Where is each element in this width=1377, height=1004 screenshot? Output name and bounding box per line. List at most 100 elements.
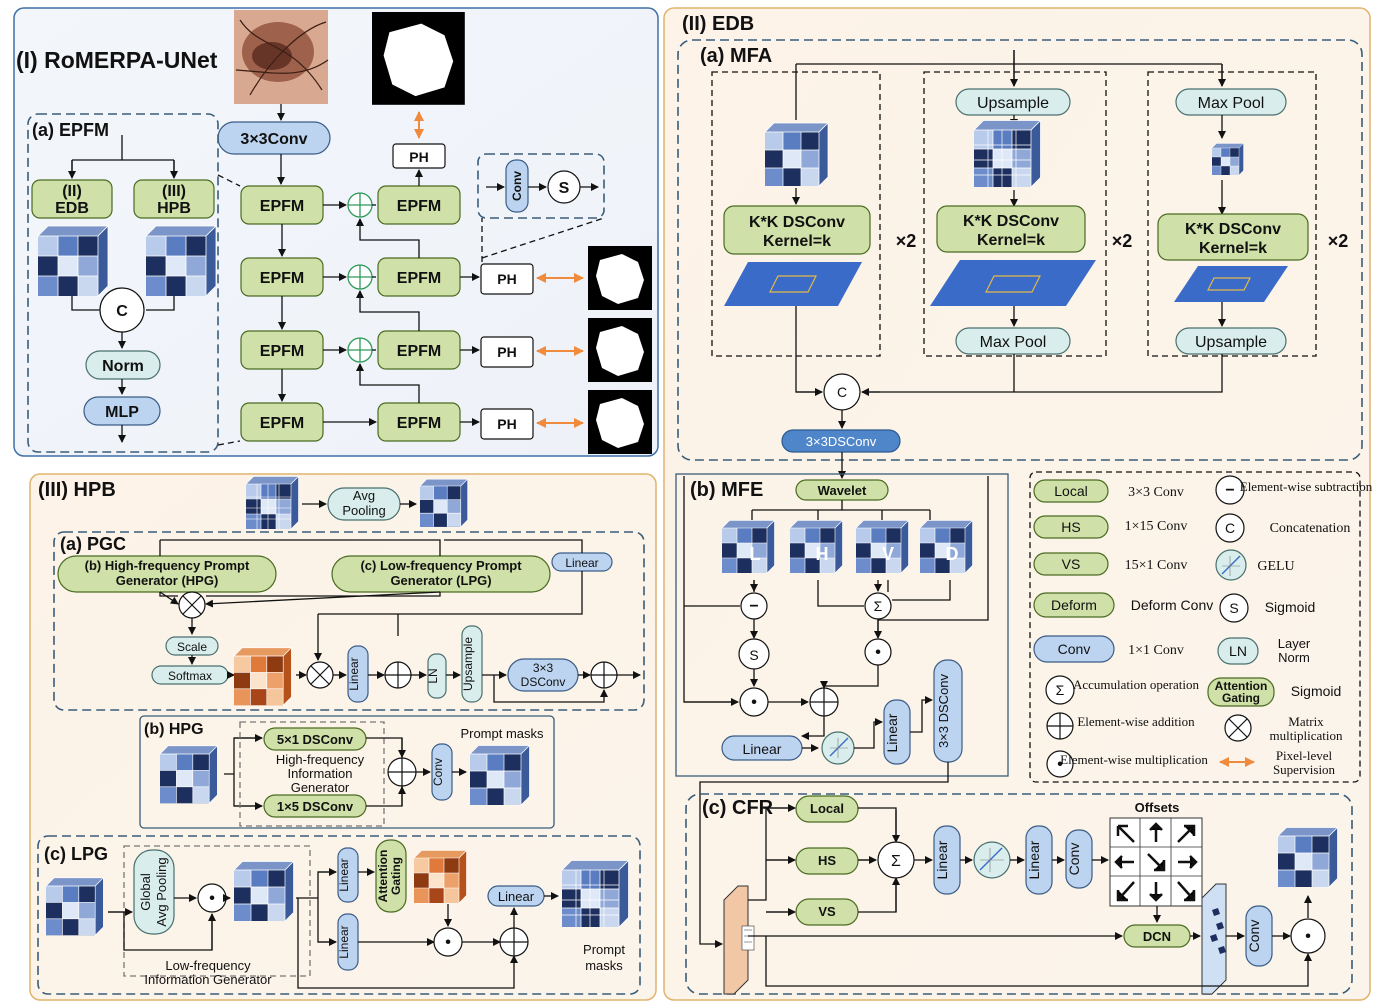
svg-text:Layer: Layer	[1278, 636, 1311, 651]
epfm-title: (a) EPFM	[32, 120, 109, 140]
svg-text:Element-wise multiplication: Element-wise multiplication	[1060, 752, 1208, 767]
pgc-hpg-l1: (b) High-frequency Prompt	[85, 558, 250, 573]
lpg-linear2: Linear	[337, 925, 351, 958]
epfm-norm: Norm	[102, 358, 144, 375]
pgc-title: (a) PGC	[60, 534, 126, 554]
output-mask-top	[372, 11, 465, 105]
ph-detail	[477, 153, 605, 219]
lpg-gen-l2: Information Generator	[144, 972, 272, 987]
output-mask-1	[588, 246, 652, 310]
cfr-conv1: Conv	[1066, 843, 1082, 876]
mfa-concat: C	[837, 384, 847, 400]
svg-text:H: H	[816, 544, 829, 564]
svg-text:D: D	[946, 544, 959, 564]
svg-text:PH: PH	[497, 416, 516, 432]
pgc-lpg-l1: (c) Low-frequency Prompt	[360, 558, 522, 573]
hpb-avgpool-l1: Avg	[353, 488, 375, 503]
svg-text:Local: Local	[1054, 483, 1087, 499]
pgc-softmax: Softmax	[168, 669, 212, 683]
legend-items: Local 3×3 Conv HS 1×15 Conv VS 15×1 Conv…	[1033, 475, 1373, 778]
lpg-prompt-l1: Prompt	[583, 942, 625, 957]
unet-conv-label: 3×3Conv	[240, 131, 307, 148]
svg-text:EPFM: EPFM	[260, 198, 304, 215]
svg-text:Element-wise addition: Element-wise addition	[1077, 714, 1195, 729]
svg-text:L: L	[750, 544, 761, 564]
mfa-dsconv3: 3×3DSConv	[806, 434, 877, 449]
title-edb: (II) EDB	[682, 13, 754, 35]
hpg-dsconv51: 5×1 DSConv	[277, 732, 354, 747]
pgc-panel	[53, 531, 645, 711]
svg-text:EPFM: EPFM	[397, 415, 441, 432]
svg-text:Upsample: Upsample	[977, 95, 1049, 112]
svg-text:Norm: Norm	[1278, 650, 1310, 665]
legend	[1029, 471, 1361, 783]
svg-text:Σ: Σ	[1056, 682, 1065, 698]
ph-sigmoid-label: S	[559, 180, 570, 197]
svg-text:S: S	[1229, 600, 1238, 616]
cfr-vs: VS	[818, 904, 836, 919]
svg-text:EPFM: EPFM	[260, 343, 304, 360]
svg-text:C: C	[1225, 520, 1235, 536]
svg-text:Sigmoid: Sigmoid	[1291, 683, 1342, 699]
svg-text:multiplication: multiplication	[1270, 728, 1343, 743]
svg-text:GELU: GELU	[1257, 559, 1294, 574]
epfm-hpb: HPB	[157, 200, 191, 217]
lpg-panel	[37, 835, 641, 995]
svg-text:1×15 Conv: 1×15 Conv	[1125, 519, 1188, 534]
cfr-linear1: Linear	[934, 840, 950, 879]
svg-text:HS: HS	[1061, 519, 1080, 535]
mfe-sum: Σ	[874, 598, 883, 614]
pgc-upsample: Upsample	[461, 637, 475, 691]
hpg-dsconv15: 1×5 DSConv	[277, 799, 354, 814]
hpg-gen-l2: Information	[287, 766, 352, 781]
mfe-wavelet: Wavelet	[818, 483, 867, 498]
svg-text:K*K DSConv: K*K DSConv	[1185, 221, 1281, 238]
lpg-prompt-l2: masks	[585, 958, 623, 973]
hpb-avgpool-l2: Pooling	[342, 503, 385, 518]
svg-text:EPFM: EPFM	[397, 343, 441, 360]
mfa-title: (a) MFA	[700, 45, 772, 67]
lpg-linear1: Linear	[337, 858, 351, 891]
title-hpb: (III) HPB	[38, 479, 116, 501]
cfr-offsets-grid	[1109, 817, 1203, 907]
svg-text:3×3 Conv: 3×3 Conv	[1128, 485, 1184, 500]
svg-text:Kernel=k: Kernel=k	[977, 232, 1045, 249]
pgc-lpg-l2: Generator (LPG)	[390, 573, 491, 588]
svg-text:Attention: Attention	[1215, 679, 1268, 693]
epfm-detail	[27, 113, 219, 453]
mfe-dot2: •	[751, 694, 757, 711]
pgc-ln: LN	[426, 668, 440, 683]
pgc-linear-mid: Linear	[347, 657, 361, 690]
epfm-edb-num: (II)	[62, 183, 82, 200]
svg-text:V: V	[882, 544, 894, 564]
output-mask-3	[588, 390, 652, 454]
svg-text:Matrix: Matrix	[1288, 714, 1324, 729]
svg-text:PH: PH	[497, 271, 516, 287]
svg-text:Max Pool: Max Pool	[980, 334, 1047, 351]
mfa-branch-1: K*K DSConv Kernel=k ×2	[723, 122, 916, 306]
svg-text:PH: PH	[497, 344, 516, 360]
lpg-dot1: •	[209, 890, 215, 907]
svg-text:Conv: Conv	[1058, 641, 1091, 657]
supervision-arrows	[414, 111, 584, 428]
svg-text:Upsample: Upsample	[1195, 334, 1267, 351]
svg-text:EPFM: EPFM	[260, 270, 304, 287]
lpg-gap-l1: Global	[138, 873, 153, 911]
svg-text:Deform Conv: Deform Conv	[1131, 597, 1213, 613]
lpg-gen-l1: Low-frequency	[165, 958, 251, 973]
svg-text:Gating: Gating	[1222, 691, 1260, 705]
epfm-mlp: MLP	[105, 404, 139, 421]
pgc-scale: Scale	[177, 640, 207, 654]
lpg-linear3: Linear	[498, 889, 535, 904]
mfa-branch-2: Upsample K*K DSConv Kernel=k Max Pool ×2	[930, 88, 1132, 355]
cfr-sum: Σ	[891, 853, 901, 870]
svg-text:K*K DSConv: K*K DSConv	[963, 213, 1059, 230]
svg-text:Kernel=k: Kernel=k	[1199, 240, 1267, 257]
mfe-sig: S	[749, 647, 758, 663]
lpg-dot2: •	[445, 934, 451, 951]
hpg-gen-l3: Generator	[291, 780, 350, 795]
mfe-subbands: L H V D	[721, 520, 973, 574]
unet-pred-heads: PH PH PH PH	[392, 143, 534, 440]
lpg-gap-l2: Avg Pooling	[154, 857, 169, 926]
